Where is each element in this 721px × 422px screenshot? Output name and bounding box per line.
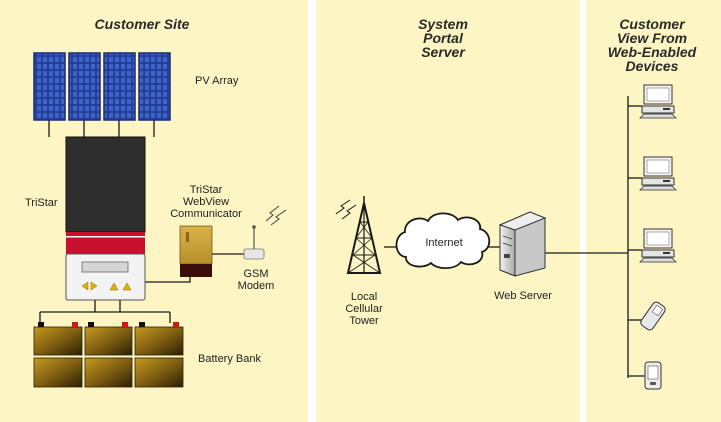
web-server-label: Web Server — [494, 290, 552, 302]
portal-server-panel — [316, 0, 580, 422]
wiring — [39, 96, 645, 378]
cloud-icon — [395, 212, 491, 270]
portal-server-heading-line: System — [418, 16, 468, 32]
portal-server-heading: System Portal Server — [393, 17, 493, 59]
customer-view-heading-line: Devices — [625, 58, 679, 74]
desktop-computer-icon — [639, 228, 677, 263]
communicator-icon — [179, 225, 213, 277]
tristar-label: TriStar — [25, 197, 58, 209]
communicator-label: TriStar WebView Communicator — [166, 184, 246, 220]
customer-view-heading-line: Customer — [619, 16, 685, 32]
cellular-tower-label-line: Tower — [349, 315, 379, 327]
battery-bank-label: Battery Bank — [198, 353, 261, 365]
communicator-label-line: Communicator — [170, 208, 242, 220]
desktop-computer-icon — [639, 156, 677, 191]
customer-view-heading-line: View From — [616, 30, 688, 46]
communicator-label-line: TriStar — [189, 184, 223, 196]
gsm-modem-label: GSM Modem — [236, 268, 276, 292]
gsm-modem-label-line: Modem — [237, 280, 275, 292]
gsm-modem-icon — [243, 205, 287, 260]
cellular-tower-label: Local Cellular Tower — [334, 291, 394, 327]
customer-view-heading: Customer View From Web-Enabled Devices — [585, 17, 719, 73]
cell-tower-icon — [335, 196, 382, 274]
customer-site-heading: Customer Site — [94, 16, 190, 32]
gsm-modem-label-line: GSM — [243, 268, 269, 280]
communicator-label-line: WebView — [182, 196, 230, 208]
mobile-phone-icon — [640, 301, 666, 331]
customer-view-heading-line: Web-Enabled — [607, 44, 697, 60]
internet-label: Internet — [425, 237, 463, 249]
cellular-tower-label-line: Local — [350, 291, 378, 303]
server-icon — [498, 211, 547, 277]
charge-controller-icon — [65, 136, 146, 301]
pv-array-label: PV Array — [195, 75, 239, 87]
customer-view-panel — [586, 0, 721, 422]
cellular-tower-label-line: Cellular — [345, 303, 383, 315]
desktop-computer-icon — [639, 84, 677, 119]
portal-server-heading-line: Portal — [423, 30, 463, 46]
solar-panel-icon — [33, 52, 171, 121]
portal-server-heading-line: Server — [421, 44, 465, 60]
battery-icon — [33, 322, 184, 388]
pda-icon — [644, 361, 662, 390]
